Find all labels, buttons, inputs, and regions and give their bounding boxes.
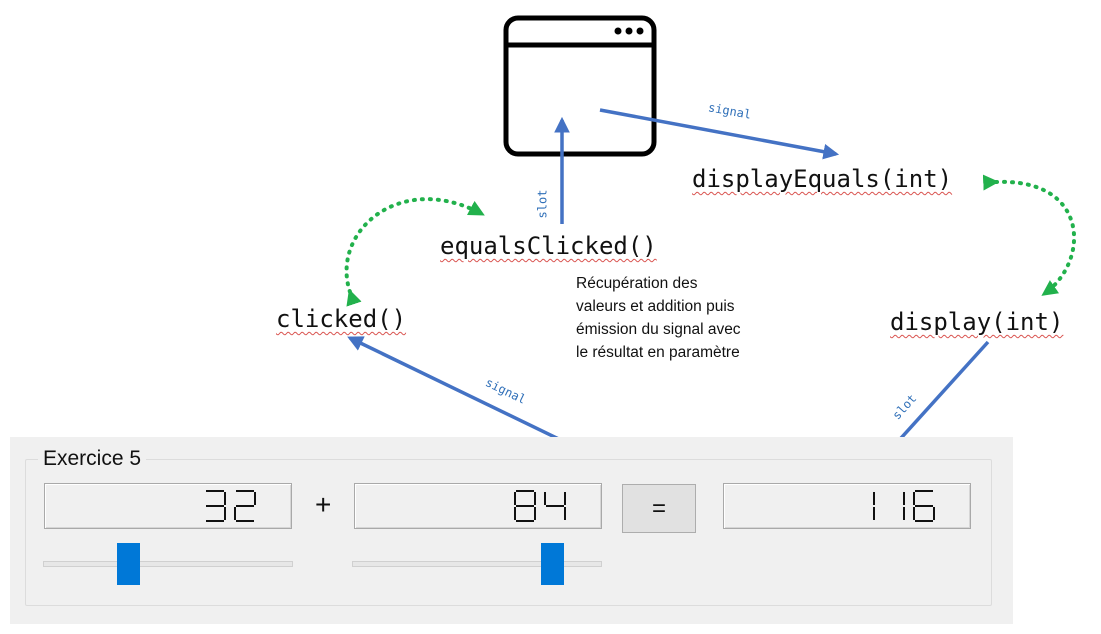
slider-handle[interactable] — [541, 543, 564, 585]
clicked-label: clicked() — [276, 305, 407, 333]
lcd-number-b — [354, 483, 602, 529]
equalsclicked-label: equalsClicked() — [440, 232, 657, 260]
slot-tag-window: slot — [535, 189, 550, 219]
lcd-a-digits — [206, 490, 256, 522]
note-line: valeurs et addition puis — [576, 298, 735, 315]
note-line: le résultat en paramètre — [576, 344, 740, 361]
connect-displayequals-display — [982, 174, 1076, 296]
slider-handle[interactable] — [117, 543, 140, 585]
slider-a[interactable] — [43, 543, 293, 585]
groupbox-title: Exercice 5 — [38, 447, 147, 471]
display-label: display(int) — [890, 308, 1064, 336]
equals-button[interactable]: = — [622, 484, 696, 533]
displayequals-label: displayEquals(int) — [692, 165, 953, 193]
window-icon — [503, 15, 657, 157]
slider-b[interactable] — [352, 543, 602, 585]
plus-operator: + — [315, 489, 332, 520]
slider-track — [352, 561, 602, 567]
exercise-panel: Exercice 5 + = — [10, 437, 1013, 624]
signal-arrow-window-to-displayequals — [599, 108, 840, 160]
lcd-number-result — [723, 483, 971, 529]
lcd-result-digits — [873, 490, 935, 522]
explanation-note: Récupération des valeurs et addition pui… — [576, 272, 806, 364]
lcd-number-a — [44, 483, 292, 529]
slider-track — [43, 561, 293, 567]
groupbox — [25, 459, 992, 606]
note-line: Récupération des — [576, 275, 698, 292]
lcd-b-digits — [514, 490, 566, 522]
connect-clicked-equalsclicked — [344, 197, 485, 307]
note-line: émission du signal avec — [576, 321, 741, 338]
